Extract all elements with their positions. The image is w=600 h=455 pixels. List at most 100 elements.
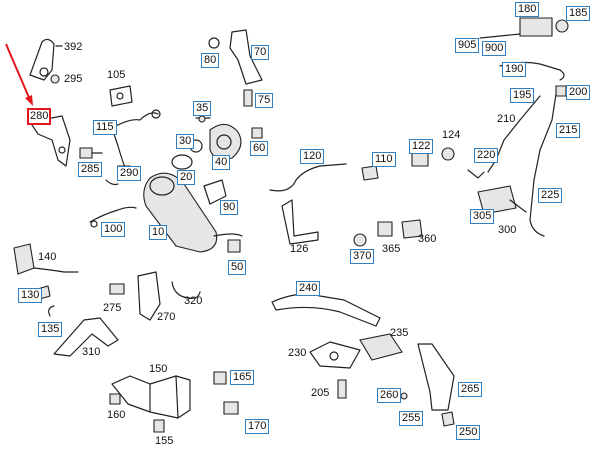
part-100-sensor (89, 206, 137, 223)
part-label-140: 140 (38, 251, 57, 263)
part-120-sensor-line (269, 163, 347, 192)
part-label-365: 365 (382, 243, 401, 255)
part-122-mount (411, 151, 429, 167)
part-label-320: 320 (184, 295, 203, 307)
part-label-100[interactable]: 100 (101, 222, 126, 237)
part-310-bracket (53, 317, 119, 357)
part-label-392: 392 (64, 41, 83, 53)
part-label-285[interactable]: 285 (78, 162, 103, 177)
part-235-plate (359, 333, 403, 361)
part-115-sensor-line (111, 112, 159, 171)
part-label-160: 160 (107, 409, 126, 421)
part-label-40[interactable]: 40 (212, 155, 231, 170)
part-20-ring (171, 154, 193, 170)
part-label-50[interactable]: 50 (228, 260, 247, 275)
part-110-sensor (361, 165, 379, 181)
part-270-bracket (137, 271, 161, 321)
part-label-275: 275 (103, 302, 122, 314)
part-label-260[interactable]: 260 (377, 388, 402, 403)
part-label-310: 310 (82, 346, 101, 358)
part-label-120[interactable]: 120 (300, 149, 325, 164)
part-label-155: 155 (155, 435, 174, 447)
part-75-bolt (243, 89, 253, 107)
part-label-305[interactable]: 305 (470, 209, 495, 224)
part-label-180[interactable]: 180 (515, 2, 540, 17)
part-label-250[interactable]: 250 (456, 425, 481, 440)
part-label-290[interactable]: 290 (117, 166, 142, 181)
part-label-220[interactable]: 220 (474, 148, 499, 163)
part-label-255[interactable]: 255 (399, 411, 424, 426)
part-280-bracket (29, 115, 71, 167)
part-200-fitting (555, 85, 567, 97)
part-label-165[interactable]: 165 (230, 370, 255, 385)
part-275-bolt (109, 283, 125, 295)
part-label-10[interactable]: 10 (149, 225, 168, 240)
part-80-washer (208, 37, 220, 49)
part-label-240[interactable]: 240 (296, 281, 321, 296)
part-230-bracket (309, 341, 361, 369)
part-155-clip (153, 419, 165, 433)
part-250-clip (441, 411, 455, 427)
part-label-190[interactable]: 190 (502, 62, 527, 77)
part-label-30[interactable]: 30 (176, 134, 195, 149)
part-295-nut (50, 74, 60, 84)
part-label-205: 205 (311, 387, 330, 399)
part-160-clip (109, 393, 121, 405)
part-label-295: 295 (64, 73, 83, 85)
part-label-150: 150 (149, 363, 168, 375)
part-label-20[interactable]: 20 (177, 170, 196, 185)
part-label-80[interactable]: 80 (201, 53, 220, 68)
part-225-tube (529, 93, 557, 237)
part-label-265[interactable]: 265 (458, 382, 483, 397)
part-185-nut (555, 19, 569, 33)
part-135-clip (48, 305, 55, 317)
part-170-mount (223, 401, 239, 415)
part-240-heatshield (271, 293, 381, 327)
part-label-300: 300 (498, 224, 517, 236)
part-label-210: 210 (497, 113, 516, 125)
part-365-mount (377, 221, 393, 237)
part-label-35[interactable]: 35 (193, 101, 212, 116)
part-label-90[interactable]: 90 (220, 200, 239, 215)
part-305-module (477, 185, 517, 215)
part-label-75[interactable]: 75 (255, 93, 274, 108)
part-126-bracket (281, 199, 319, 245)
part-360-mount (401, 219, 423, 239)
part-300-bracket (509, 199, 527, 213)
part-label-195[interactable]: 195 (510, 88, 535, 103)
part-105-bracket (109, 85, 133, 107)
part-label-360: 360 (418, 233, 437, 245)
part-label-230: 230 (288, 347, 307, 359)
part-label-110[interactable]: 110 (372, 152, 396, 167)
part-label-185[interactable]: 185 (566, 6, 591, 21)
highlight-arrow (5, 43, 33, 106)
part-130-sensor-line (33, 267, 79, 273)
part-10-converter (143, 172, 218, 253)
part-label-215[interactable]: 215 (556, 123, 581, 138)
part-900-line (479, 33, 521, 39)
part-label-130[interactable]: 130 (18, 288, 43, 303)
part-210-tube (487, 95, 541, 173)
part-265-bracket (417, 343, 455, 411)
part-label-60[interactable]: 60 (250, 141, 269, 156)
part-label-115[interactable]: 115 (93, 120, 117, 135)
part-label-170[interactable]: 170 (245, 419, 270, 434)
part-label-235: 235 (390, 327, 409, 339)
part-label-900[interactable]: 900 (482, 41, 507, 56)
part-label-200[interactable]: 200 (566, 85, 591, 100)
part-220-tube (467, 169, 485, 179)
part-370-bolt (353, 233, 367, 247)
part-60-bolt (251, 127, 263, 139)
part-label-270: 270 (157, 311, 176, 323)
part-165-nut (213, 371, 227, 385)
part-70-bracket (229, 29, 263, 85)
part-label-124: 124 (442, 129, 461, 141)
part-label-135[interactable]: 135 (38, 322, 63, 337)
part-label-905[interactable]: 905 (455, 38, 480, 53)
part-label-280[interactable]: 280 (27, 108, 52, 125)
part-label-70[interactable]: 70 (251, 45, 270, 60)
part-label-225[interactable]: 225 (538, 188, 563, 203)
part-label-122[interactable]: 122 (409, 139, 434, 154)
part-label-370[interactable]: 370 (350, 249, 375, 264)
